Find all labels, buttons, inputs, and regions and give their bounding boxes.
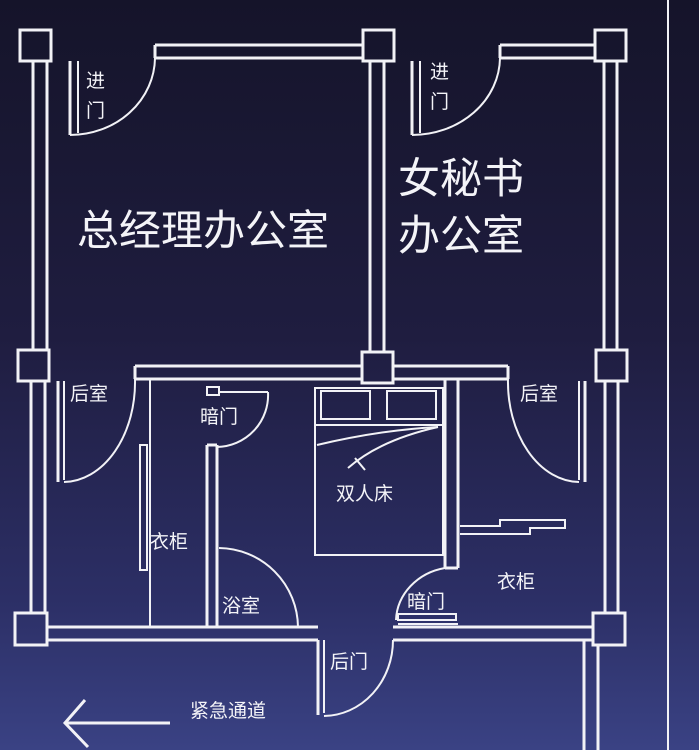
label-entry-right-2: 门 bbox=[430, 91, 449, 113]
wardrobe-right-shelves bbox=[460, 519, 566, 535]
room-gm-office: 总经理办公室 bbox=[77, 206, 329, 255]
label-entry-left-1: 进 bbox=[86, 70, 105, 92]
door-back bbox=[316, 639, 394, 717]
double-bed bbox=[314, 387, 444, 556]
room-secretary-line2: 办公室 bbox=[398, 211, 524, 260]
label-entry-right-1: 进 bbox=[430, 61, 449, 83]
label-back-room-right: 后室 bbox=[520, 383, 558, 405]
door-entry-left bbox=[68, 57, 156, 136]
door-bathroom bbox=[218, 547, 299, 628]
pillars bbox=[13, 28, 629, 647]
label-wardrobe-right: 衣柜 bbox=[497, 571, 535, 593]
door-secret-top bbox=[216, 391, 270, 448]
label-double-bed: 双人床 bbox=[336, 483, 393, 505]
label-emergency-exit: 紧急通道 bbox=[190, 700, 266, 722]
walls bbox=[29, 43, 620, 750]
label-back-door: 后门 bbox=[330, 651, 368, 673]
room-secretary-line1: 女秘书 bbox=[398, 154, 524, 203]
door-entry-right bbox=[410, 57, 501, 136]
label-wardrobe-left: 衣柜 bbox=[150, 531, 188, 553]
label-back-room-left: 后室 bbox=[70, 383, 108, 405]
label-bathroom: 浴室 bbox=[222, 595, 260, 617]
label-secret-door-bottom: 暗门 bbox=[407, 591, 445, 613]
arrow-left-icon bbox=[62, 699, 170, 749]
door-back-room-right bbox=[506, 378, 587, 483]
door-back-room-left bbox=[56, 378, 137, 483]
label-secret-door-top: 暗门 bbox=[200, 406, 238, 428]
label-entry-left-2: 门 bbox=[86, 100, 105, 122]
door-secret-bottom bbox=[395, 567, 458, 625]
